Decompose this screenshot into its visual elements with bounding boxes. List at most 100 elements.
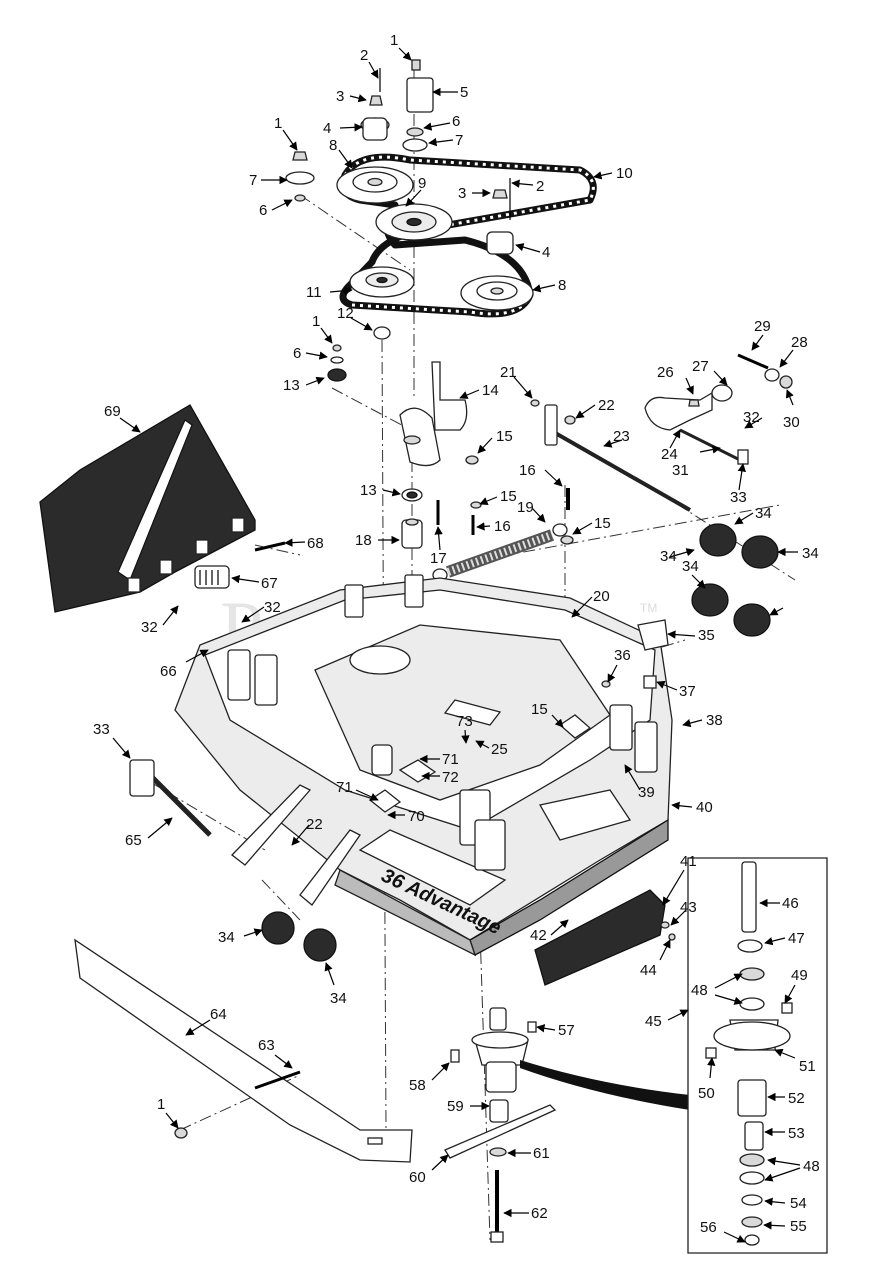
callout-66: 66 (160, 663, 177, 680)
mower-deck-40: 36 Advantage (174, 574, 673, 957)
callout-34: 34 (755, 505, 772, 522)
callout-33: 33 (93, 721, 110, 738)
linkage-23 (530, 399, 691, 512)
callout-51: 51 (799, 1058, 816, 1075)
callout-15: 15 (531, 701, 548, 718)
callout-20: 20 (593, 588, 610, 605)
callout-54: 54 (790, 1195, 807, 1212)
spindle-assembly-lower (444, 1007, 690, 1243)
callout-60: 60 (409, 1169, 426, 1186)
callout-12: 12 (337, 305, 354, 322)
callout-22: 22 (306, 816, 323, 833)
pivot-bar-65 (129, 759, 361, 906)
callout-1: 1 (157, 1096, 165, 1113)
callout-6: 6 (259, 202, 267, 219)
callout-3: 3 (458, 185, 466, 202)
callout-16: 16 (519, 462, 536, 479)
callout-9: 9 (418, 175, 426, 192)
callout-42: 42 (530, 927, 547, 944)
center-pivot-parts (401, 455, 574, 625)
idler-arm-14 (399, 361, 468, 467)
callout-37: 37 (679, 683, 696, 700)
callout-22: 22 (598, 397, 615, 414)
callout-34: 34 (218, 929, 235, 946)
callout-30: 30 (783, 414, 800, 431)
callout-1: 1 (312, 313, 320, 330)
callout-29: 29 (754, 318, 771, 335)
callout-34: 34 (330, 990, 347, 1007)
spindle-detail-box-45 (687, 857, 828, 1254)
callout-67: 67 (261, 575, 278, 592)
callout-41: 41 (680, 853, 697, 870)
callout-32: 32 (264, 599, 281, 616)
callout-72: 72 (442, 769, 459, 786)
callout-10: 10 (616, 165, 633, 182)
callout-46: 46 (782, 895, 799, 912)
callout-24: 24 (661, 446, 678, 463)
callout-70: 70 (408, 808, 425, 825)
pulley-9 (375, 203, 453, 241)
callout-62: 62 (531, 1205, 548, 1222)
callout-34: 34 (682, 558, 699, 575)
callout-15: 15 (496, 428, 513, 445)
callout-44: 44 (640, 962, 657, 979)
callout-13: 13 (283, 377, 300, 394)
callout-38: 38 (706, 712, 723, 729)
callout-68: 68 (307, 535, 324, 552)
callout-49: 49 (791, 967, 808, 984)
callout-58: 58 (409, 1077, 426, 1094)
callout-65: 65 (125, 832, 142, 849)
callout-45: 45 (645, 1013, 662, 1030)
callout-34: 34 (660, 548, 677, 565)
pulley-8-lower (460, 275, 534, 311)
callout-15: 15 (594, 515, 611, 532)
callout-4: 4 (323, 120, 331, 137)
callout-8: 8 (329, 137, 337, 154)
callout-6: 6 (452, 113, 460, 130)
callout-59: 59 (447, 1098, 464, 1115)
callout-32: 32 (743, 409, 760, 426)
callout-57: 57 (558, 1022, 575, 1039)
callout-15: 15 (500, 488, 517, 505)
anti-scalp-rollers (261, 523, 779, 962)
watermark-trademark: TM (640, 601, 657, 615)
callout-40: 40 (696, 799, 713, 816)
callout-21: 21 (500, 364, 517, 381)
callout-7: 7 (455, 132, 463, 149)
callout-61: 61 (533, 1145, 550, 1162)
callout-6: 6 (293, 345, 301, 362)
bracket-35-37 (601, 619, 669, 689)
callout-7: 7 (249, 172, 257, 189)
callout-14: 14 (482, 382, 499, 399)
callout-5: 5 (460, 84, 468, 101)
callout-69: 69 (104, 403, 121, 420)
callout-23: 23 (613, 428, 630, 445)
callout-27: 27 (692, 358, 709, 375)
callout-35: 35 (698, 627, 715, 644)
callout-55: 55 (790, 1218, 807, 1235)
callout-11: 11 (306, 284, 322, 301)
callout-1: 1 (274, 115, 282, 132)
callout-25: 25 (491, 741, 508, 758)
callout-18: 18 (355, 532, 372, 549)
pulley-11 (349, 266, 415, 298)
callout-63: 63 (258, 1037, 275, 1054)
callout-34: 34 (802, 545, 819, 562)
grass-deflector-69 (39, 404, 256, 613)
callout-4: 4 (542, 244, 550, 261)
callout-26: 26 (657, 364, 674, 381)
callout-71: 71 (336, 779, 353, 796)
callout-56: 56 (700, 1219, 717, 1236)
spring-67-and-pin-68 (194, 541, 286, 589)
callout-17: 17 (430, 550, 447, 567)
callout-28: 28 (791, 334, 808, 351)
baffle-41 (534, 889, 676, 986)
callout-36: 36 (614, 647, 631, 664)
discharge-chute-64 (74, 938, 413, 1163)
pulley-8-upper (336, 166, 414, 204)
callout-3: 3 (336, 88, 344, 105)
callout-48: 48 (691, 982, 708, 999)
callout-2: 2 (360, 47, 368, 64)
callout-19: 19 (517, 499, 534, 516)
callout-53: 53 (788, 1125, 805, 1142)
